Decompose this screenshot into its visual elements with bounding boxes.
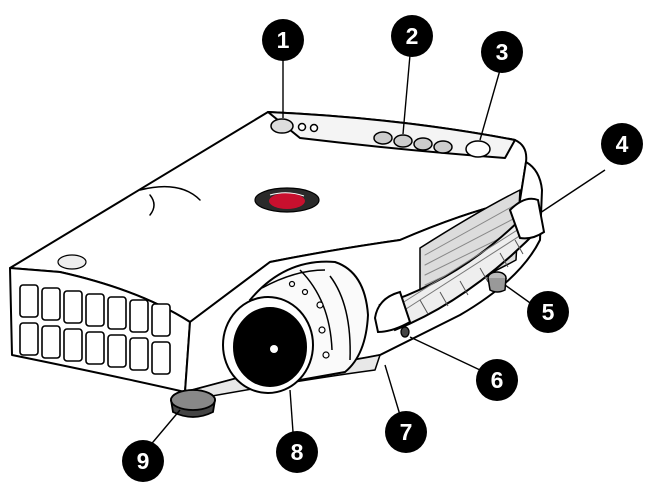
menu-button-4 [433, 140, 453, 154]
callout-circle [601, 123, 643, 165]
lens-assembly [222, 260, 370, 394]
callout-9: 9 [122, 440, 164, 482]
callout-circle [391, 15, 433, 57]
callout-circle [262, 19, 304, 61]
handle-cap-front [373, 290, 412, 334]
side-port [400, 326, 410, 338]
callout-number: 3 [496, 39, 509, 65]
top-controls [270, 118, 491, 158]
callout-3: 3 [481, 31, 523, 73]
brand-logo [254, 187, 320, 213]
callout-number: 5 [542, 299, 555, 325]
front-vent-grille [19, 284, 171, 375]
callout-badges: 1 2 3 4 5 6 7 8 9 [122, 15, 643, 482]
lens-glass [233, 307, 307, 387]
menu-button-3 [413, 137, 433, 151]
callout-circle [481, 31, 523, 73]
callout-number: 9 [137, 448, 150, 474]
callout-number: 8 [291, 439, 304, 465]
callout-6: 6 [476, 359, 518, 401]
callout-circle [476, 359, 518, 401]
callout-5: 5 [527, 291, 569, 333]
callout-8: 8 [276, 431, 318, 473]
callout-circle [527, 291, 569, 333]
callout-number: 1 [277, 27, 290, 53]
callout-2: 2 [391, 15, 433, 57]
callout-4: 4 [601, 123, 643, 165]
callout-7: 7 [385, 411, 427, 453]
callout-circle [122, 440, 164, 482]
menu-button-2 [393, 134, 413, 148]
callout-number: 2 [406, 23, 419, 49]
callout-1: 1 [262, 19, 304, 61]
power-button [270, 118, 294, 134]
rear-foot [487, 271, 507, 293]
handle-cap-rear [508, 197, 546, 240]
callout-number: 4 [616, 131, 629, 157]
ir-receiver [465, 140, 491, 158]
callout-circle [276, 431, 318, 473]
leader-lines [147, 54, 606, 449]
menu-button-1 [373, 131, 393, 145]
front-logo-mark [57, 254, 87, 270]
carrying-handle [373, 197, 546, 334]
elevator-foot [170, 389, 216, 418]
callout-number: 7 [400, 419, 413, 445]
callout-circle [385, 411, 427, 453]
callout-number: 6 [491, 367, 504, 393]
